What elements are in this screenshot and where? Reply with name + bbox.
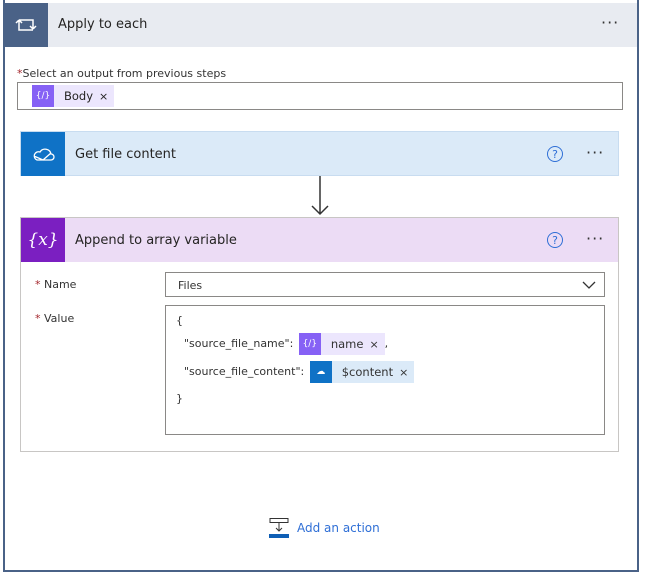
get-file-content-card[interactable]: Get file content ? ···	[20, 131, 619, 176]
get-file-content-title: Get file content	[75, 147, 177, 162]
append-title: Append to array variable	[75, 233, 237, 248]
apply-to-each-header[interactable]: Apply to each ···	[3, 3, 637, 47]
append-header[interactable]: {x} Append to array variable ? ···	[21, 218, 618, 262]
add-action-icon	[269, 518, 289, 538]
value-input[interactable]: { "source_file_name": {∕}name×, "source_…	[165, 305, 605, 435]
append-to-array-card: {x} Append to array variable ? ··· * Nam…	[20, 217, 619, 452]
chevron-down-icon	[582, 281, 596, 289]
content-token: ☁$content×	[309, 361, 415, 383]
remove-token-button[interactable]: ×	[399, 365, 409, 379]
body-token: {∕} Body ×	[32, 85, 115, 107]
select-output-label: *Select an output from previous steps	[17, 67, 227, 80]
expression-icon: {∕}	[298, 333, 321, 355]
select-output-input[interactable]: {∕} Body ×	[17, 82, 623, 110]
apply-to-each-title: Apply to each	[58, 17, 148, 32]
expression-icon: {∕}	[32, 85, 54, 107]
value-label: * Value	[35, 312, 75, 325]
help-icon[interactable]: ?	[547, 232, 563, 248]
variable-icon: {x}	[21, 218, 65, 262]
name-token: {∕}name×	[298, 333, 385, 355]
help-icon[interactable]: ?	[547, 146, 563, 162]
name-label: * Name	[35, 278, 77, 291]
add-action-button[interactable]: Add an action	[268, 518, 380, 538]
more-options-button[interactable]: ···	[586, 229, 605, 248]
loop-icon	[3, 3, 48, 47]
more-options-button[interactable]: ···	[586, 143, 605, 162]
more-options-button[interactable]: ···	[601, 13, 620, 32]
flow-arrow-icon	[311, 176, 329, 216]
apply-to-each-container	[3, 0, 639, 572]
name-dropdown[interactable]: Files	[165, 272, 605, 297]
onedrive-cloud-icon	[21, 132, 65, 176]
onedrive-cloud-icon: ☁	[309, 361, 332, 383]
remove-token-button[interactable]: ×	[99, 89, 109, 103]
remove-token-button[interactable]: ×	[369, 337, 379, 351]
